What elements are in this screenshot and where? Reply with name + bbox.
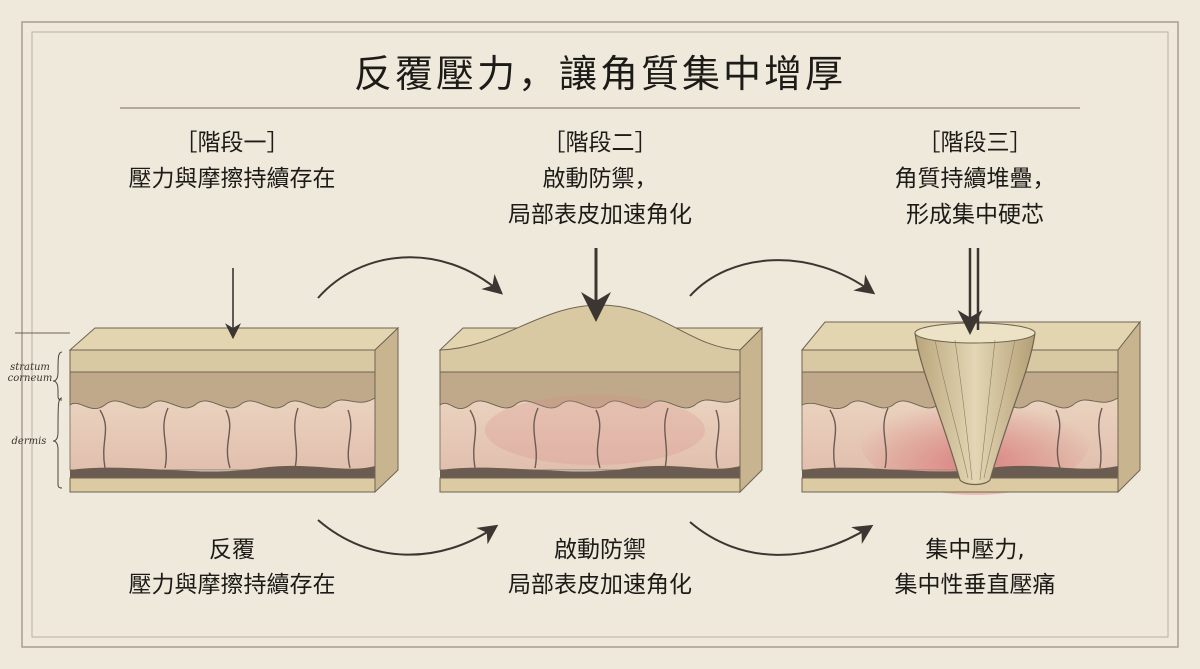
layer-brackets: [15, 332, 70, 489]
skin-block-stage-1: [68, 326, 400, 494]
stage-2-caption-line-2: 局部表皮加速角化: [508, 572, 692, 598]
dermis-label: dermis: [11, 436, 47, 447]
stage-2-tag: ［階段二］: [542, 130, 658, 156]
stage-1-caption: 反覆 壓力與摩擦持續存在: [72, 533, 392, 603]
stage-2-caption-line-1: 啟動防禦: [554, 537, 646, 563]
stratum-label-line-2: corneum: [7, 373, 53, 384]
stage-3-caption-line-2: 集中性垂直壓痛: [894, 572, 1056, 598]
dermis-layer: [69, 397, 376, 471]
stage-1-line-1: 壓力與摩擦持續存在: [128, 166, 336, 192]
vessels: [99, 407, 352, 469]
subcutis-layer: [69, 477, 376, 493]
stage-1-caption-line-1: 反覆: [209, 537, 255, 563]
stage-2-line-1: 啟動防禦，: [542, 166, 658, 192]
stage-1-tag: ［階段一］: [174, 130, 290, 156]
stage-2-line-2: 局部表皮加速角化: [508, 202, 692, 228]
stratum-label-line-1: stratum: [10, 362, 50, 373]
stage-3-tag: ［階段三］: [917, 130, 1033, 156]
transition-arrows: [317, 256, 876, 556]
vessel-band: [70, 465, 375, 478]
inflamed-area: [485, 395, 705, 465]
stratum-corneum-layer: [69, 349, 376, 373]
outer-frame: [21, 21, 1179, 648]
stage-3-caption: 集中壓力, 集中性垂直壓痛: [815, 533, 1135, 603]
stage-2-caption: 啟動防禦 局部表皮加速角化: [440, 533, 760, 603]
skin-block-stage-3: [800, 320, 1142, 495]
skin-block-stage-2: [438, 304, 764, 494]
stage-1-caption-line-2: 壓力與摩擦持續存在: [128, 572, 336, 598]
pressure-arrows: [225, 248, 983, 340]
inner-frame: [31, 31, 1169, 638]
stage-3-line-2: 形成集中硬芯: [906, 202, 1044, 228]
dermis-layer-2: [439, 397, 741, 471]
stage-3-heading: ［階段三］ 角質持續堆疊， 形成集中硬芯: [815, 125, 1135, 233]
page-title: 反覆壓力，讓角質集中增厚: [353, 52, 846, 96]
stage-3-caption-line-1: 集中壓力,: [925, 537, 1025, 563]
stage-2-heading: ［階段二］ 啟動防禦， 局部表皮加速角化: [440, 125, 760, 233]
stage-1-heading: ［階段一］ 壓力與摩擦持續存在: [72, 125, 392, 197]
stage-3-line-1: 角質持續堆疊，: [894, 166, 1056, 192]
stratum-corneum-label: stratum corneum: [6, 362, 54, 384]
